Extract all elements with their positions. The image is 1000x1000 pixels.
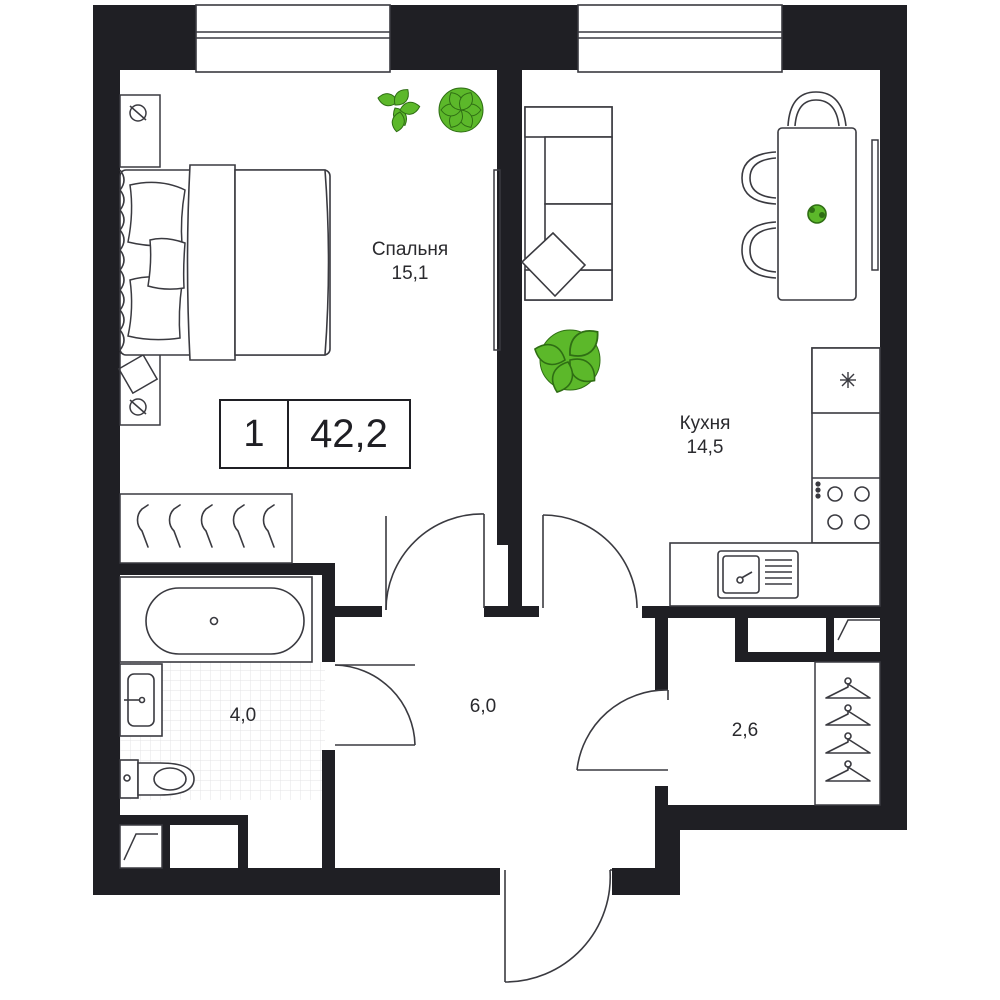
bathtub-icon [119, 576, 313, 663]
room-count: 1 [221, 401, 289, 467]
toilet-icon [119, 759, 195, 799]
kitchen-name: Кухня [679, 413, 731, 434]
bedroom-area: 15,1 [391, 262, 429, 284]
sink-icon [669, 542, 881, 607]
door-swing-icon [334, 513, 669, 983]
bedroom-label: Спальня 15,1 [350, 238, 470, 286]
walls [93, 5, 907, 895]
kitchen-label: Кухня 14,5 [650, 412, 760, 460]
window-icon [195, 4, 783, 73]
hanger-icon [119, 493, 293, 564]
plant-icon [376, 85, 484, 134]
closet-area: 2,6 [731, 720, 759, 741]
snowflake-icon [840, 372, 856, 388]
plant-icon [530, 322, 606, 397]
kitchen-area: 14,5 [686, 436, 724, 458]
total-area: 42,2 [310, 411, 388, 456]
sofa-icon [520, 106, 613, 301]
bathroom-area: 4,0 [229, 705, 257, 726]
chair-icon [741, 91, 847, 279]
bedroom-name: Спальня [371, 239, 449, 260]
washbasin-icon [119, 663, 163, 737]
hanger-icon [814, 661, 881, 806]
dining-table-icon [777, 127, 857, 301]
hallway-area: 6,0 [469, 696, 497, 717]
apartment-summary: 1 42,2 [219, 399, 411, 469]
pillow-icon [127, 181, 186, 341]
nightstand-lamp-icon [117, 94, 161, 426]
